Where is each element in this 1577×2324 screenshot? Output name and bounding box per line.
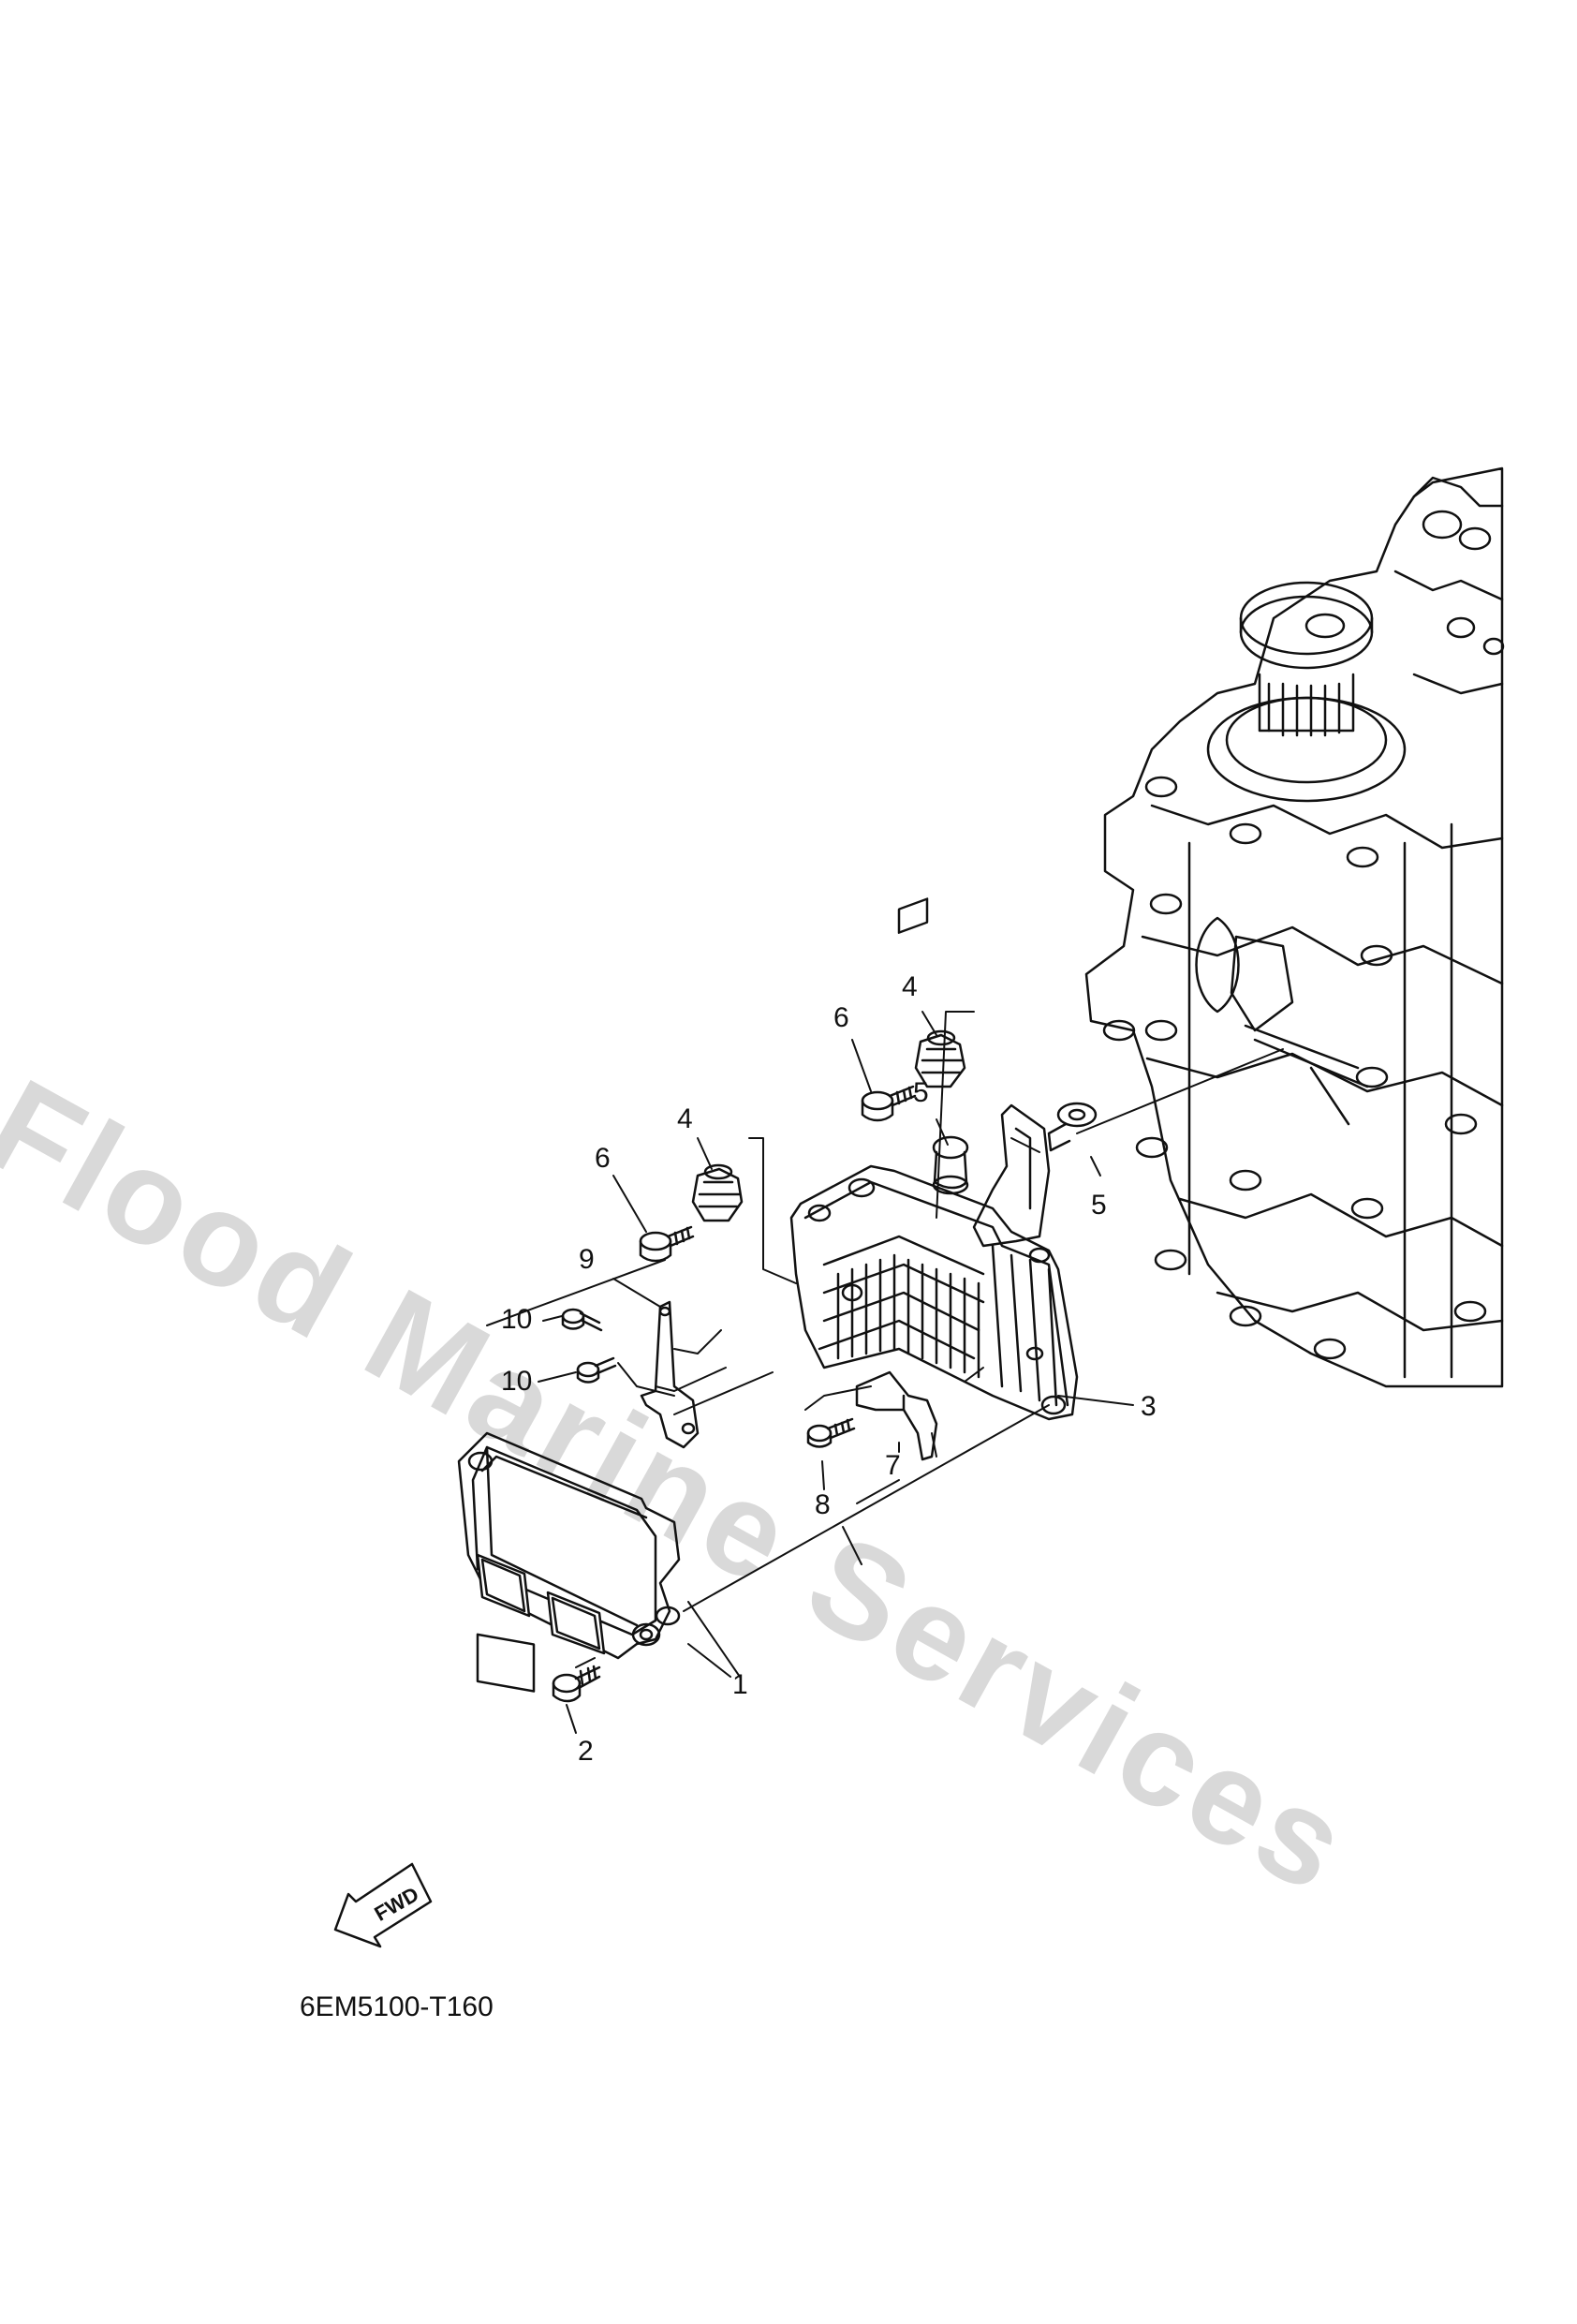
callout-1: 1 (732, 1669, 748, 1700)
callout-10-upper: 10 (501, 1304, 533, 1335)
part-6-bolt-upper (861, 1085, 917, 1122)
part-8-screw (806, 1417, 856, 1448)
fwd-arrow-icon: FWD (333, 1862, 433, 1948)
callout-2: 2 (578, 1736, 594, 1767)
callout-3: 3 (1141, 1391, 1157, 1422)
callout-leaders (538, 1011, 1134, 1734)
callout-6-upper: 6 (833, 1002, 849, 1033)
diagram-code: 6EM5100-T160 (300, 1991, 494, 2022)
callout-10-lower: 10 (501, 1366, 533, 1397)
part-3-bracket (789, 897, 1079, 1421)
callout-8: 8 (815, 1489, 831, 1520)
part-6-bolt-lower (639, 1225, 695, 1263)
engine-block (1084, 466, 1505, 1388)
callout-4-upper: 4 (902, 971, 918, 1002)
part-5-collar-upper (1047, 1102, 1098, 1152)
part-4-grommet-lower (691, 1163, 744, 1222)
callout-5-lower: 5 (1091, 1190, 1107, 1221)
part-10-screw-upper (561, 1308, 603, 1332)
callout-9: 9 (579, 1244, 595, 1275)
engine-bolts (1102, 776, 1487, 1360)
part-10-screw-lower (576, 1356, 617, 1384)
part-1-ecm-unit (457, 1431, 681, 1693)
callout-7: 7 (885, 1450, 901, 1481)
callout-4-lower: 4 (677, 1103, 693, 1134)
part-2-bolt (552, 1665, 601, 1703)
callout-5-upper: 5 (913, 1077, 929, 1108)
leader-lines (486, 1011, 1284, 1678)
part-5-collar-lower (932, 1135, 969, 1195)
part-4-grommet-upper (914, 1029, 966, 1088)
callout-6-lower: 6 (595, 1143, 611, 1174)
part-9-plate (640, 1300, 700, 1449)
part-7-clip (855, 1370, 938, 1461)
